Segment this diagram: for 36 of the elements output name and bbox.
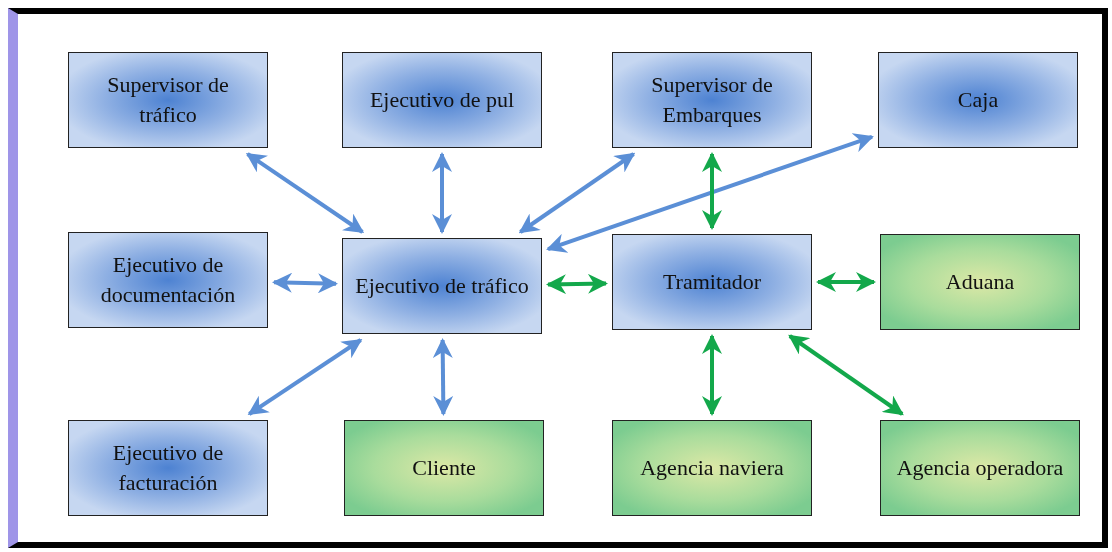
node-label: Ejecutivo de pul (369, 86, 515, 114)
node-label: Agencia naviera (640, 454, 784, 482)
double-arrow (272, 272, 338, 294)
double-arrow (816, 272, 876, 292)
node-label: Agencia operadora (896, 454, 1064, 482)
role-box (68, 52, 268, 148)
role-box (68, 420, 268, 516)
role-box (342, 238, 542, 334)
double-arrow (788, 334, 904, 416)
node-label: Supervisor de tráfico (106, 71, 230, 129)
external-entity-box (880, 234, 1080, 330)
external-entity-box (880, 420, 1080, 516)
node-label: Supervisor de Embarques (650, 71, 774, 129)
role-box (342, 52, 542, 148)
double-arrow (702, 334, 722, 416)
node-label: Cliente (412, 454, 476, 482)
node-label: Ejecutivo de tráfico (355, 272, 529, 300)
role-box (68, 232, 268, 328)
double-arrow (546, 273, 608, 295)
double-arrow (518, 152, 636, 234)
role-box (878, 52, 1078, 148)
external-entity-box (344, 420, 544, 516)
node-label: Aduana (945, 268, 1015, 296)
external-entity-box (612, 420, 812, 516)
node-label: Ejecutivo de facturación (111, 439, 225, 497)
role-box (612, 52, 812, 148)
node-label: Caja (957, 86, 999, 114)
double-arrow (432, 152, 452, 234)
double-arrow (245, 152, 365, 234)
node-label: Tramitador (662, 268, 762, 296)
double-arrow (702, 152, 722, 230)
double-arrow (247, 338, 363, 416)
double-arrow (432, 338, 454, 416)
double-arrow (546, 133, 874, 253)
role-box (612, 234, 812, 330)
node-label: Ejecutivo de documentación (99, 251, 237, 309)
